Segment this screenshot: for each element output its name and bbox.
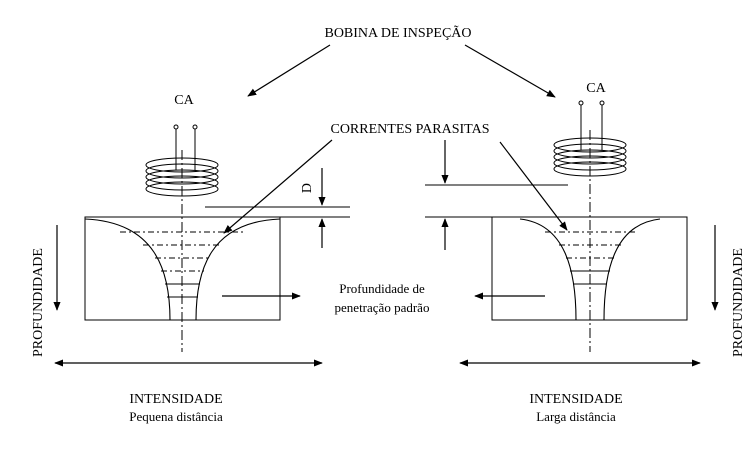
terminal-left-a	[174, 125, 178, 129]
intensity-label-right: INTENSIDADE	[529, 392, 622, 407]
inspection-coil-label: BOBINA DE INSPEÇÃO	[324, 25, 471, 41]
intensity-label-left: INTENSIDADE	[129, 392, 222, 407]
right-setup: CA PROFUNDIDADE INTENSIDADE Larga dist	[460, 81, 746, 424]
eddy-layers-right	[545, 232, 635, 258]
eddy-currents-label: CORRENTES PARASITAS	[330, 122, 489, 137]
penetration-curve-right-b	[604, 219, 660, 320]
ca-label-left: CA	[174, 93, 194, 108]
penetration-curve-left-b	[196, 219, 280, 320]
terminal-right-b	[600, 101, 604, 105]
depth-label-right: PROFUNDIDADE	[731, 248, 746, 357]
arrow-to-left-coil	[248, 45, 330, 96]
distance-caption-left: Pequena distância	[129, 409, 223, 424]
penetration-curve-right-a	[520, 219, 576, 320]
penetration-curve-left-a	[85, 219, 170, 320]
ca-label-right: CA	[586, 81, 606, 96]
left-setup: CA PROFUN	[31, 93, 322, 424]
distance-marker-right	[425, 140, 568, 250]
arrow-to-right-coil	[465, 45, 555, 97]
distance-label: D	[300, 183, 315, 193]
depth-label-left: PROFUNDIDADE	[31, 248, 46, 357]
terminal-left-b	[193, 125, 197, 129]
distance-caption-right: Larga distância	[536, 409, 616, 424]
terminal-right-a	[579, 101, 583, 105]
penetration-label-line2: penetração padrão	[335, 300, 430, 315]
penetration-label-line1: Profundidade de	[339, 281, 425, 296]
specimen-left	[85, 217, 280, 320]
